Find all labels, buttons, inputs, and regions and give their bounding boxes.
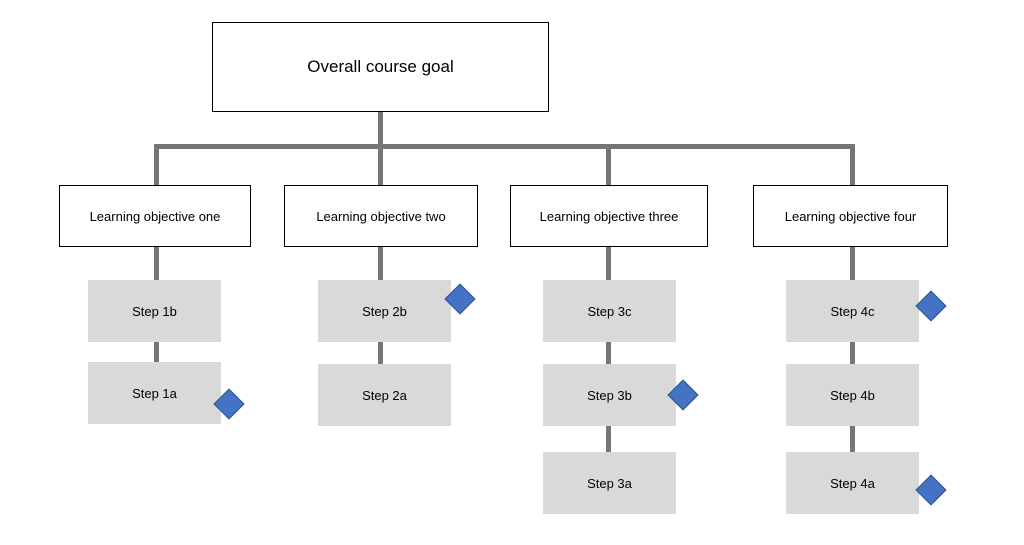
step-box: Step 3a — [543, 452, 676, 514]
step-box: Step 3c — [543, 280, 676, 342]
connector-drop-two — [378, 144, 383, 186]
objective-one-box: Learning objective one — [59, 185, 251, 247]
step-box: Step 1a — [88, 362, 221, 424]
step-box: Step 2a — [318, 364, 451, 426]
step-box: Step 4c — [786, 280, 919, 342]
overall-goal-box: Overall course goal — [212, 22, 549, 112]
objective-four-box: Learning objective four — [753, 185, 948, 247]
connector-horizontal-bar — [154, 144, 855, 149]
connector-drop-four — [850, 144, 855, 186]
step-box: Step 4a — [786, 452, 919, 514]
connector-drop-three — [606, 144, 611, 186]
step-box: Step 3b — [543, 364, 676, 426]
diamond-marker-icon — [915, 290, 947, 322]
step-box: Step 4b — [786, 364, 919, 426]
connector-goal-down — [378, 112, 383, 148]
step-box: Step 2b — [318, 280, 451, 342]
connector-drop-one — [154, 144, 159, 186]
objective-three-box: Learning objective three — [510, 185, 708, 247]
step-box: Step 1b — [88, 280, 221, 342]
objective-two-box: Learning objective two — [284, 185, 478, 247]
connector-chain-three — [606, 246, 611, 454]
connector-chain-four — [850, 246, 855, 454]
diamond-marker-icon — [915, 474, 947, 506]
